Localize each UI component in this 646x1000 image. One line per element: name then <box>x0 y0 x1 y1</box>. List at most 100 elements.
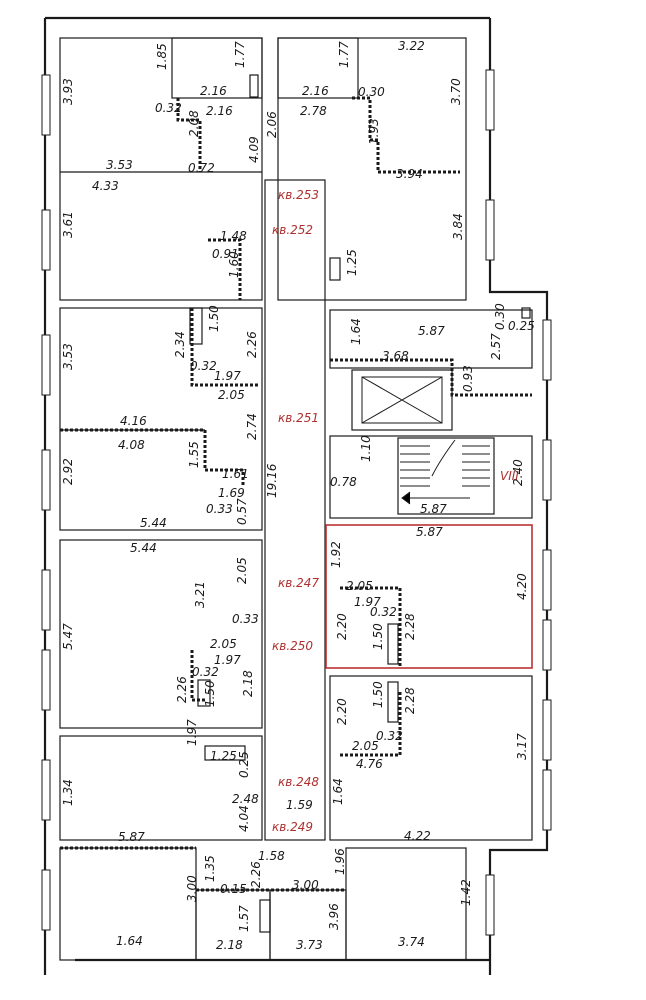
dimension-label: 0.32 <box>190 359 217 373</box>
dimension-label: 3.74 <box>398 935 425 949</box>
dimension-label: 1.97 <box>214 369 241 383</box>
dimension-label: 2.06 <box>265 111 279 138</box>
dimension-label: 4.76 <box>356 757 383 771</box>
highlighted-apartment-kv247 <box>325 524 533 669</box>
apt-label-252: кв.252 <box>272 223 313 237</box>
dimension-label: 1.34 <box>61 779 75 806</box>
dimension-label: 1.42 <box>459 879 473 906</box>
dimension-label: 3.17 <box>515 733 529 760</box>
apt-label-253: кв.253 <box>278 188 319 202</box>
dimension-label: 4.09 <box>247 136 261 163</box>
dimension-label: 1.77 <box>337 41 351 68</box>
dimension-label: 0.91 <box>212 247 239 261</box>
dimension-label: 0.25 <box>508 319 535 333</box>
dimension-label: 5.87 <box>420 502 447 516</box>
dimension-label: 2.26 <box>175 676 189 703</box>
dimension-label: 2.05 <box>352 739 379 753</box>
dimension-label: 2.48 <box>232 792 259 806</box>
dimension-label: 1.58 <box>258 849 285 863</box>
dimension-label: 0.30 <box>493 303 507 330</box>
dimension-label: 1.59 <box>286 798 313 812</box>
dimension-label: 3.22 <box>398 39 425 53</box>
dimension-label: 5.87 <box>118 830 145 844</box>
dimension-label: 0.72 <box>188 161 215 175</box>
staircase <box>397 437 495 515</box>
dimension-label: 4.04 <box>237 805 251 832</box>
dimension-label: 4.33 <box>92 179 119 193</box>
dimension-label: 3.73 <box>296 938 323 952</box>
dimension-label: 0.78 <box>330 475 357 489</box>
dimension-label: 2.16 <box>206 104 233 118</box>
dimension-label: 1.97 <box>185 719 199 746</box>
dimension-label: 1.25 <box>345 249 359 276</box>
dimension-label: 1.55 <box>187 441 201 468</box>
dimension-label: 3.84 <box>451 213 465 240</box>
dimension-label: 0.32 <box>376 729 403 743</box>
dimension-label: 3.53 <box>61 343 75 370</box>
dimension-label: 2.16 <box>200 84 227 98</box>
dimension-label: 0.30 <box>358 85 385 99</box>
dimension-label: 2.78 <box>300 104 327 118</box>
dimension-label: 1.61 <box>222 467 249 481</box>
apt-label-250: кв.250 <box>272 639 313 653</box>
dimension-label: 3.21 <box>193 581 207 608</box>
dimension-label: 2.26 <box>249 861 263 888</box>
dimension-label: 2.16 <box>302 84 329 98</box>
dimension-label: 1.10 <box>359 435 373 462</box>
dimension-label: 1.50 <box>371 681 385 708</box>
dimension-label: 1.93 <box>367 118 381 145</box>
dimension-label: 1.48 <box>220 229 247 243</box>
dimension-label: 2.08 <box>187 110 201 137</box>
dimension-label: 0.32 <box>370 605 397 619</box>
dimension-label: 1.92 <box>329 541 343 568</box>
dimension-label: 0.33 <box>232 612 259 626</box>
dimension-label: 5.87 <box>416 525 443 539</box>
dimension-label: 3.94 <box>396 167 423 181</box>
dimension-label: 0.25 <box>237 751 251 778</box>
dimension-label: 4.22 <box>404 829 431 843</box>
dimension-label: 5.44 <box>130 541 157 555</box>
dimension-label: 1.50 <box>207 305 221 332</box>
dimension-label: 1.64 <box>331 778 345 805</box>
dimension-label: 3.53 <box>106 158 133 172</box>
apt-label-249: кв.249 <box>272 820 313 834</box>
dimension-label: 2.05 <box>210 637 237 651</box>
dimension-label: 1.85 <box>155 43 169 70</box>
dimension-label: 3.96 <box>327 903 341 930</box>
dimension-label: 1.64 <box>116 934 143 948</box>
dimension-label: 2.20 <box>335 698 349 725</box>
dimension-label: 3.70 <box>449 78 463 105</box>
dimension-label: 2.28 <box>403 687 417 714</box>
dimension-label: 0.93 <box>461 365 475 392</box>
dimension-label: 5.87 <box>418 324 445 338</box>
apt-label-251: кв.251 <box>278 411 319 425</box>
dimension-label: 2.26 <box>245 331 259 358</box>
right-windows <box>485 69 552 936</box>
dimension-label: 2.92 <box>61 458 75 485</box>
apt-label-248: кв.248 <box>278 775 319 789</box>
dimension-label: 19.16 <box>265 463 279 498</box>
dimension-label: 1.64 <box>349 318 363 345</box>
dimension-label: 3.00 <box>292 878 319 892</box>
dimension-label: 1.60 <box>227 251 241 278</box>
dimension-label: 1.50 <box>203 680 217 707</box>
dimension-label: 2.05 <box>218 388 245 402</box>
dimension-label: 1.35 <box>203 855 217 882</box>
dimension-label: 2.74 <box>245 413 259 440</box>
dimension-label: 1.50 <box>371 623 385 650</box>
lift-shaft <box>361 376 443 424</box>
dimension-label: 1.97 <box>354 595 381 609</box>
dimension-label: 2.40 <box>511 459 525 486</box>
dimension-label: 2.20 <box>335 613 349 640</box>
dimension-label: 4.16 <box>120 414 147 428</box>
dimension-label: 3.93 <box>61 78 75 105</box>
dimension-label: 4.08 <box>118 438 145 452</box>
dimension-label: 0.33 <box>206 502 233 516</box>
dimension-label: 2.05 <box>346 579 373 593</box>
dimension-label: 5.47 <box>61 623 75 650</box>
dimension-label: 5.44 <box>140 516 167 530</box>
section-label: VIII <box>500 469 519 483</box>
dimension-label: 3.00 <box>185 875 199 902</box>
dimension-label: 1.69 <box>218 486 245 500</box>
